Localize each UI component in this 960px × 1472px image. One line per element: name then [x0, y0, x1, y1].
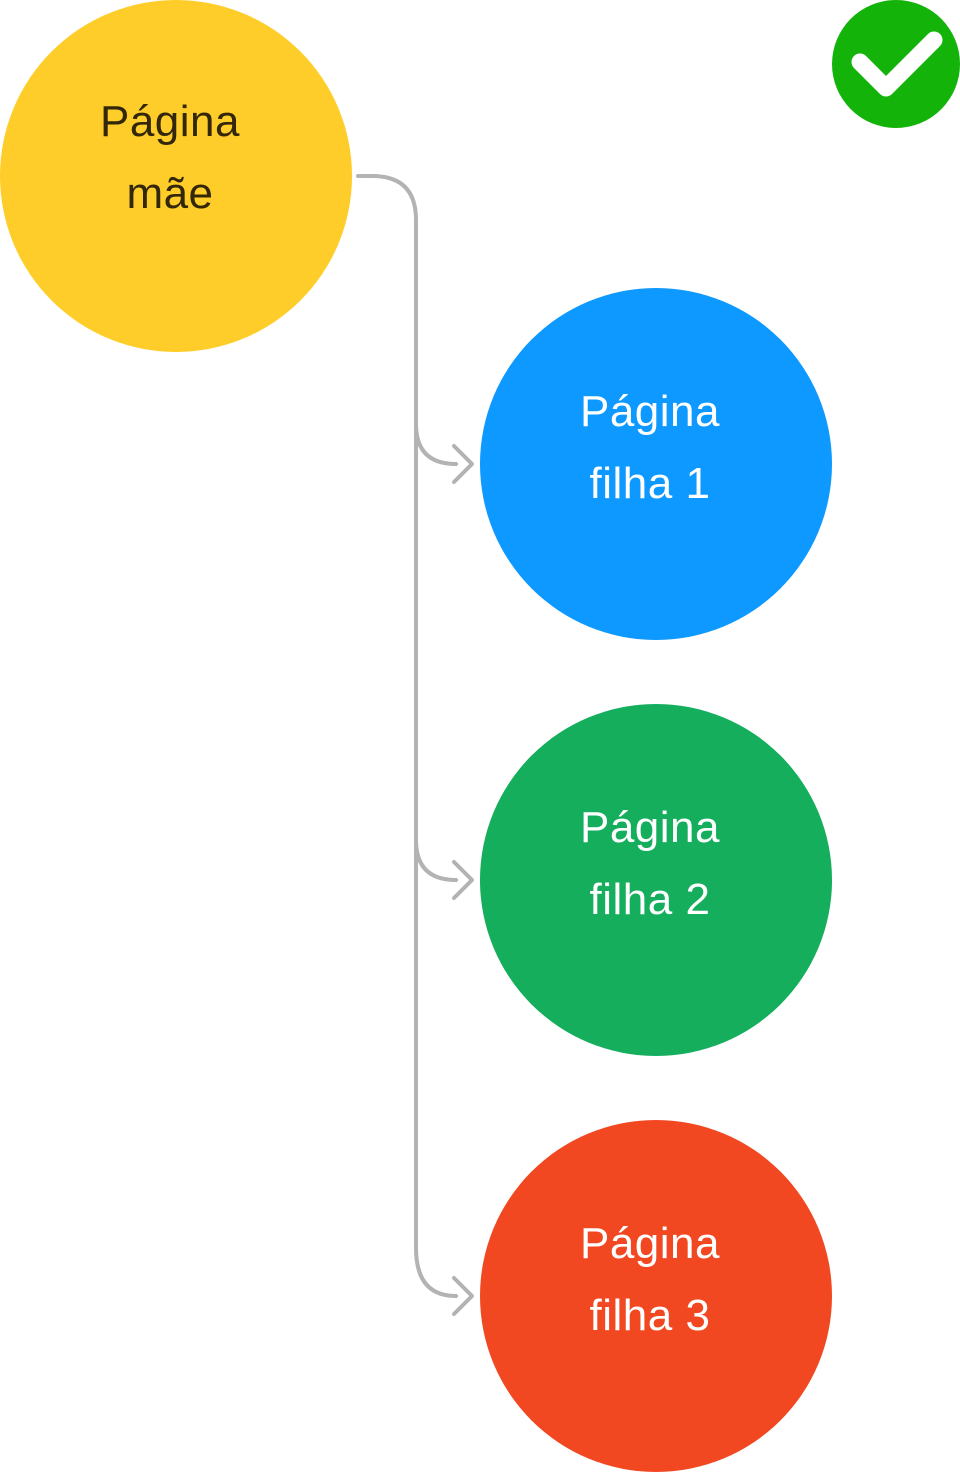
child-page-label-3-line-1: Página: [579, 1219, 720, 1268]
child-page-label-2: Página filha 2: [580, 792, 720, 936]
arrowhead-1: [452, 444, 474, 484]
child-page-label-1-line-1: Página: [579, 387, 720, 436]
checkmark-icon: [832, 0, 960, 128]
checkmark-icon-glyph: [851, 31, 943, 97]
child-page-label-1-line-2: filha 1: [589, 459, 711, 508]
branch-line-2: [414, 838, 458, 882]
branch-line-3: [414, 1246, 458, 1298]
branch-line-1: [414, 422, 458, 466]
child-page-label-2-line-2: filha 2: [589, 875, 711, 924]
child-page-node-2: Página filha 2: [480, 704, 832, 1056]
trunk-line: [356, 174, 418, 1250]
child-page-label-3: Página filha 3: [580, 1208, 720, 1352]
parent-page-label: Página mãe: [100, 86, 240, 230]
child-page-label-3-line-2: filha 3: [589, 1291, 711, 1340]
child-page-node-1: Página filha 1: [480, 288, 832, 640]
parent-page-label-line-2: mãe: [126, 169, 214, 218]
arrowhead-2: [452, 860, 474, 900]
parent-page-label-line-1: Página: [99, 97, 240, 146]
connector-group: [356, 174, 474, 1316]
child-page-label-2-line-1: Página: [579, 803, 720, 852]
arrowhead-3: [452, 1276, 474, 1316]
child-page-node-3: Página filha 3: [480, 1120, 832, 1472]
parent-page-node: Página mãe: [0, 0, 352, 352]
child-page-label-1: Página filha 1: [580, 376, 720, 520]
